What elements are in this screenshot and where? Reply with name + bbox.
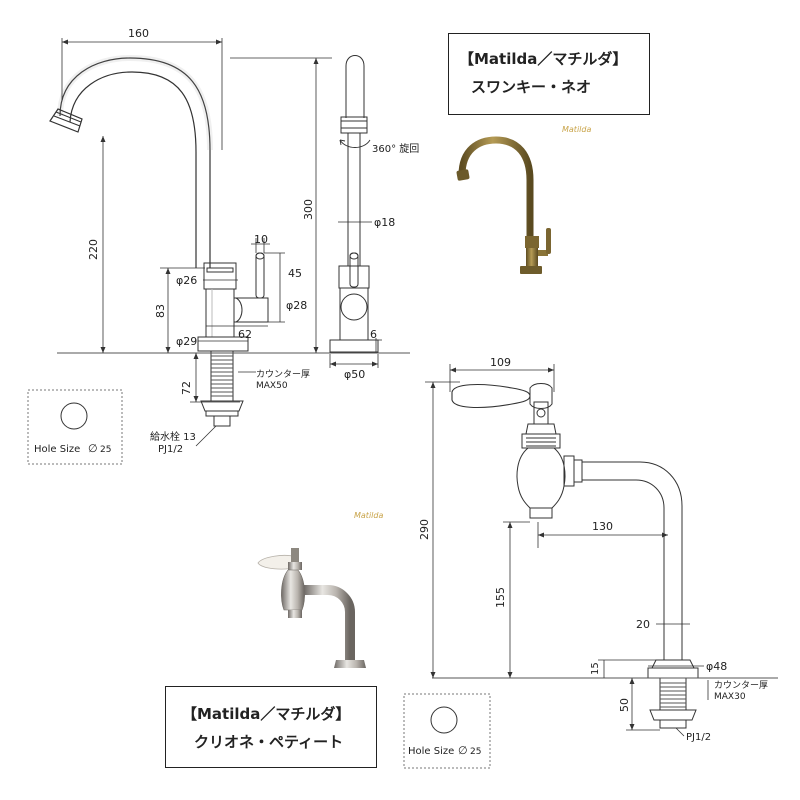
p1-counter-max: MAX50 — [256, 381, 288, 391]
p2-dim-290: 290 — [418, 519, 431, 540]
p2-dim-d48: φ48 — [706, 660, 727, 673]
p1-side-view — [49, 54, 410, 427]
p1-dim-d26: φ26 — [176, 274, 197, 287]
product2-brand: 【Matilda／マチルダ】 — [182, 705, 351, 723]
p2-pj: PJ1/2 — [686, 732, 711, 743]
p2-hole-value: 25 — [470, 747, 481, 757]
p2-dimension-lines — [425, 364, 709, 737]
p2-hole-diameter-icon: ∅ — [458, 744, 468, 757]
p2-side-view — [432, 383, 778, 729]
p1-dim-d50: φ50 — [344, 368, 365, 381]
p2-dim-width: 109 — [490, 356, 511, 369]
product2-photo: Matilda — [257, 511, 383, 668]
p1-dim-72: 72 — [180, 381, 193, 395]
p2-counter-label: カウンター厚 — [714, 680, 768, 691]
p1-hole-value: 25 — [100, 445, 111, 455]
p1-rotation: 360° 旋回 — [372, 142, 419, 155]
p1-dim-300: 300 — [302, 199, 315, 220]
p2-dim-20: 20 — [636, 618, 650, 631]
p1-dim-6: 6 — [370, 328, 377, 341]
p2-dim-50: 50 — [618, 698, 631, 712]
product1-watermark: Matilda — [562, 125, 591, 134]
p1-dimension-lines — [61, 38, 382, 447]
product1-title-box: 【Matilda／マチルダ】 スワンキー・ネオ — [448, 33, 650, 115]
p1-hole-label: Hole Size — [34, 444, 80, 455]
product2-title-box: 【Matilda／マチルダ】 クリオネ・ペティート — [165, 686, 377, 768]
p1-supply-label: 給水栓 13 — [150, 430, 196, 443]
product1-brand: 【Matilda／マチルダ】 — [459, 50, 628, 68]
product2-name: クリオネ・ペティート — [194, 733, 344, 751]
product1-photo: Matilda — [456, 125, 591, 274]
p2-dim-155: 155 — [494, 587, 507, 608]
p1-dim-d18: φ18 — [374, 216, 395, 229]
p1-hole-diameter-icon: ∅ — [88, 442, 98, 455]
p1-dim-10: 10 — [254, 233, 268, 246]
p1-dim-d28: φ28 — [286, 299, 307, 312]
p2-dim-130: 130 — [592, 520, 613, 533]
p2-hole-label: Hole Size — [408, 746, 454, 757]
p1-dim-45: 45 — [288, 267, 302, 280]
product2-watermark: Matilda — [354, 511, 383, 520]
p1-supply-pj: PJ1/2 — [158, 444, 183, 455]
p1-dim-d29: φ29 — [176, 335, 197, 348]
p1-counter-label: カウンター厚 — [256, 369, 310, 380]
p1-front-view — [329, 55, 379, 353]
p2-dim-15: 15 — [590, 662, 601, 675]
product1-name: スワンキー・ネオ — [471, 78, 592, 96]
p1-dim-width: 160 — [128, 27, 149, 40]
p2-counter-max: MAX30 — [714, 692, 746, 702]
p1-dim-83: 83 — [154, 304, 167, 318]
p1-dim-62: 62 — [238, 328, 252, 341]
p1-dim-220: 220 — [87, 239, 100, 260]
